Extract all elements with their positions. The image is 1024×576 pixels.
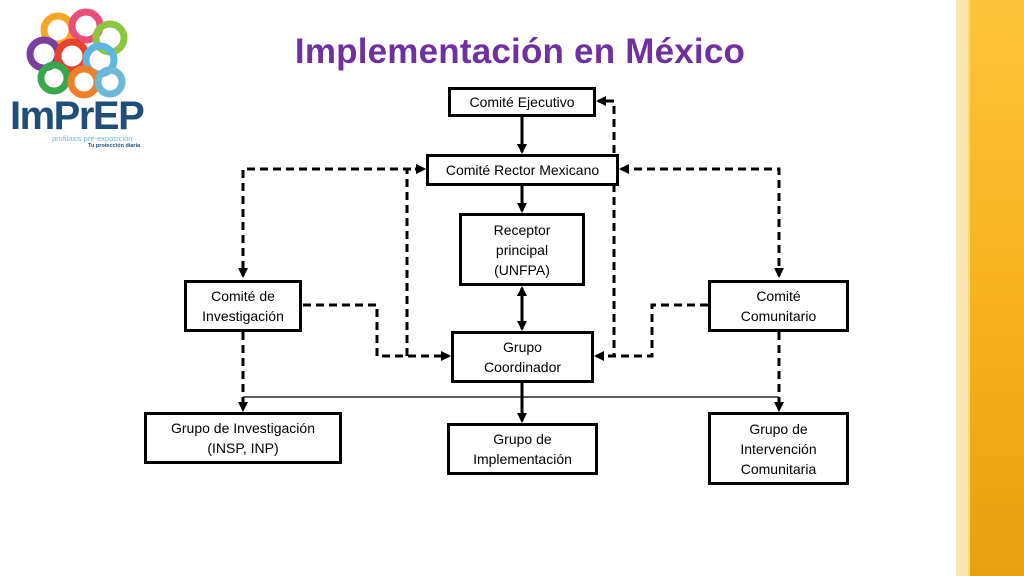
node-comite-investigacion: Comité de Investigación <box>184 280 302 332</box>
connector-coordinador-rector <box>405 163 427 356</box>
connector-rector-investigacion <box>237 163 427 279</box>
node-comite-ejecutivo: Comité Ejecutivo <box>448 87 596 117</box>
node-label: Grupo de Implementación <box>473 431 572 467</box>
node-grupo-coordinador: Grupo Coordinador <box>451 331 594 383</box>
node-label: Grupo de Intervención Comunitaria <box>740 420 817 477</box>
node-grupo-intervencion: Grupo de Intervención Comunitaria <box>708 412 849 485</box>
connector-investigacion-coordinador <box>303 303 452 362</box>
connector-coordinador-ejecutivo <box>595 95 616 358</box>
connector-comunitario-coordinador <box>593 303 708 362</box>
decorative-bar-light <box>956 0 970 576</box>
node-label: Comité de Investigación <box>202 288 284 324</box>
node-label: Comité Rector Mexicano <box>445 162 600 178</box>
node-comite-rector: Comité Rector Mexicano <box>426 154 619 186</box>
logo-wordmark: ImPrEP <box>10 94 145 138</box>
node-label: Comité Comunitario <box>740 288 817 324</box>
node-grupo-implementacion: Grupo de Implementación <box>447 423 598 475</box>
node-label: Grupo Coordinador <box>483 339 562 375</box>
node-label: Comité Ejecutivo <box>469 94 575 110</box>
node-grupo-investigacion: Grupo de Investigación (INSP, INP) <box>144 412 342 464</box>
node-label: Grupo de Investigación (INSP, INP) <box>171 420 315 456</box>
page-title: Implementación en México <box>294 32 746 71</box>
imprep-logo-icon <box>26 8 128 99</box>
connector-rector-comunitario <box>618 163 785 279</box>
decorative-bar-edge <box>968 0 970 576</box>
node-comite-comunitario: Comité Comunitario <box>708 280 849 332</box>
node-label: Receptor principal (UNFPA) <box>493 221 551 278</box>
decorative-bar <box>970 0 1024 576</box>
node-receptor-principal: Receptor principal (UNFPA) <box>459 213 585 286</box>
logo-tagline: profilaxis pre-exposición <box>52 134 133 143</box>
logo-subtagline: Tu protección diaria <box>88 143 141 149</box>
